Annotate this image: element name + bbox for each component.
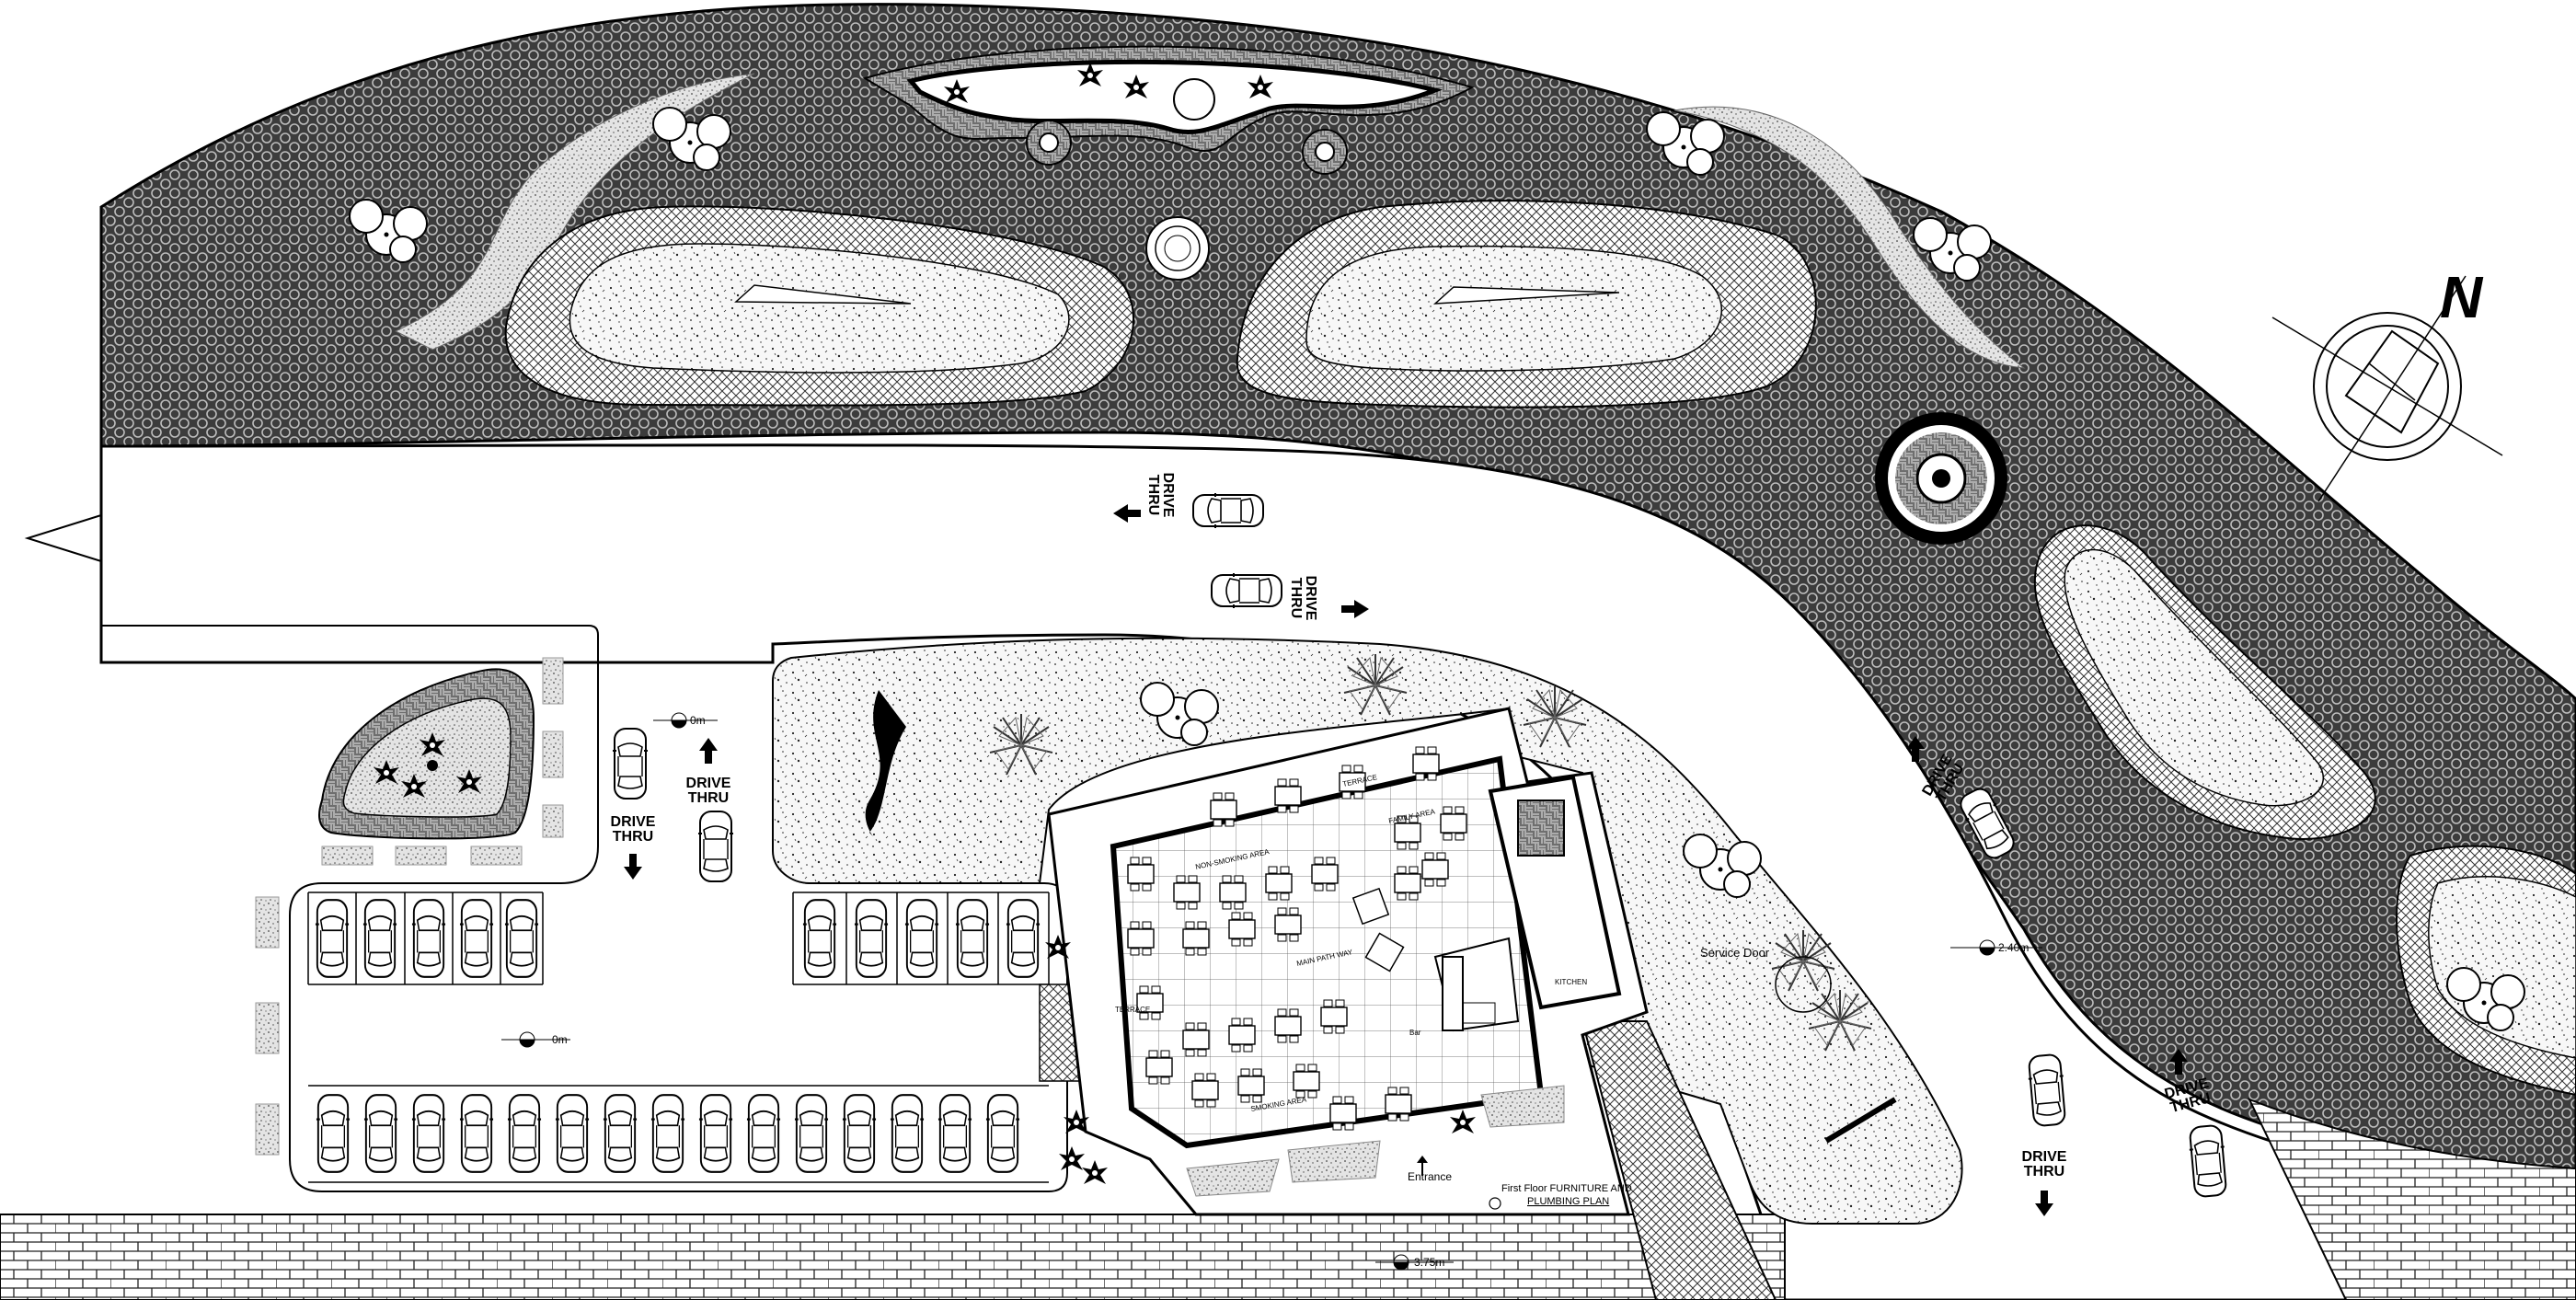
svg-text:0m: 0m [552, 1033, 568, 1046]
level-marker-parking: 0m [501, 1031, 570, 1048]
drive-thru-label-top: DRIVE THRU [1145, 473, 1176, 518]
planter-tree-icon [1173, 78, 1215, 121]
svg-text:THRU: THRU [2024, 1164, 2064, 1179]
car-icon [841, 1094, 878, 1173]
svg-text:DRIVE: DRIVE [2022, 1149, 2067, 1165]
car-icon [745, 1094, 782, 1173]
car-icon [410, 899, 447, 978]
car-icon [2025, 1053, 2069, 1128]
drive-thru-label-south: DRIVE THRU [2022, 1149, 2067, 1179]
svg-text:DRIVE: DRIVE [611, 814, 656, 830]
car-icon [1005, 899, 1041, 978]
room-label-terrace-west: TERRACE [1115, 1006, 1150, 1014]
car-icon [458, 899, 495, 978]
garden-path-east [1673, 106, 2026, 369]
paved-ramp-east [1581, 1020, 1777, 1300]
svg-text:THRU: THRU [1145, 475, 1161, 515]
car-icon [853, 899, 890, 978]
arrow-icon [699, 738, 718, 764]
car-icon [937, 1094, 973, 1173]
serpentine-planting [865, 690, 906, 837]
drawing-caption: First Floor FURNITURE AND PLUMBING PLAN [1489, 1183, 1632, 1210]
drive-thru-label-mid: DRIVE THRU [1288, 576, 1318, 621]
car-icon [602, 1094, 638, 1173]
arrow-icon [624, 854, 642, 880]
arrow-icon [1906, 736, 1925, 762]
svg-text:THRU: THRU [1288, 578, 1304, 618]
level-marker-front-road: 3.75m [1375, 1254, 1454, 1271]
room-label-kitchen: KITCHEN [1555, 978, 1587, 986]
car-icon [793, 1094, 830, 1173]
svg-text:N: N [2440, 264, 2484, 330]
lawn-tiles-row [255, 657, 564, 1156]
car-icon [362, 899, 398, 978]
svg-text:DRIVE: DRIVE [1160, 473, 1176, 518]
car-icon [612, 728, 649, 800]
svg-text:DRIVE: DRIVE [1303, 576, 1318, 621]
car-icon [650, 1094, 686, 1173]
room-label-bar: Bar [1409, 1029, 1421, 1037]
break-line [24, 207, 102, 662]
north-arrow-icon: N [2271, 264, 2503, 502]
drive-thru-label-parking-left: DRIVE THRU [611, 814, 656, 845]
ornamental-planter-inner [906, 59, 1443, 135]
car-icon [362, 1094, 399, 1173]
car-icon [554, 1094, 591, 1173]
car-icon [1192, 492, 1264, 529]
entrance-label: Entrance [1408, 1170, 1452, 1183]
drive-thru-label-parking-right: DRIVE THRU [686, 776, 731, 806]
car-icon [503, 899, 540, 978]
stair [1517, 800, 1565, 857]
car-icon [458, 1094, 495, 1173]
car-icon [697, 1094, 734, 1173]
svg-text:THRU: THRU [613, 829, 653, 845]
car-icon [410, 1094, 447, 1173]
svg-text:DRIVE: DRIVE [686, 776, 731, 791]
car-icon [954, 899, 991, 978]
car-icon [315, 1094, 351, 1173]
parking-stalls [307, 892, 1050, 1183]
level-marker-drive-lane: 0m [653, 712, 718, 729]
arrow-icon [1341, 600, 1369, 618]
svg-text:2.40m: 2.40m [1998, 941, 2029, 954]
svg-text:First Floor FURNITURE AND: First Floor FURNITURE AND [1501, 1183, 1632, 1194]
svg-text:PLUMBING PLAN: PLUMBING PLAN [1527, 1196, 1609, 1207]
parking-cars [314, 899, 1041, 1173]
car-icon [314, 899, 351, 978]
car-icon [697, 811, 734, 882]
svg-text:THRU: THRU [688, 790, 729, 806]
arrow-icon [1113, 504, 1141, 523]
brick-walkway [0, 1214, 1786, 1300]
svg-text:3.75m: 3.75m [1414, 1256, 1444, 1269]
entrance-arrow-icon [1417, 1156, 1428, 1176]
car-icon [1211, 572, 1282, 609]
car-icon [801, 899, 838, 978]
car-icon [506, 1094, 543, 1173]
car-icon [2186, 1123, 2230, 1199]
car-icon [984, 1094, 1021, 1173]
svg-text:0m: 0m [690, 714, 706, 727]
level-marker-east-road: 2.40m [1950, 939, 2042, 956]
arrow-icon [2169, 1049, 2188, 1075]
arrow-icon [2035, 1191, 2053, 1216]
car-icon [889, 1094, 926, 1173]
car-icon [903, 899, 940, 978]
service-door-label: Service Door [1700, 946, 1770, 960]
